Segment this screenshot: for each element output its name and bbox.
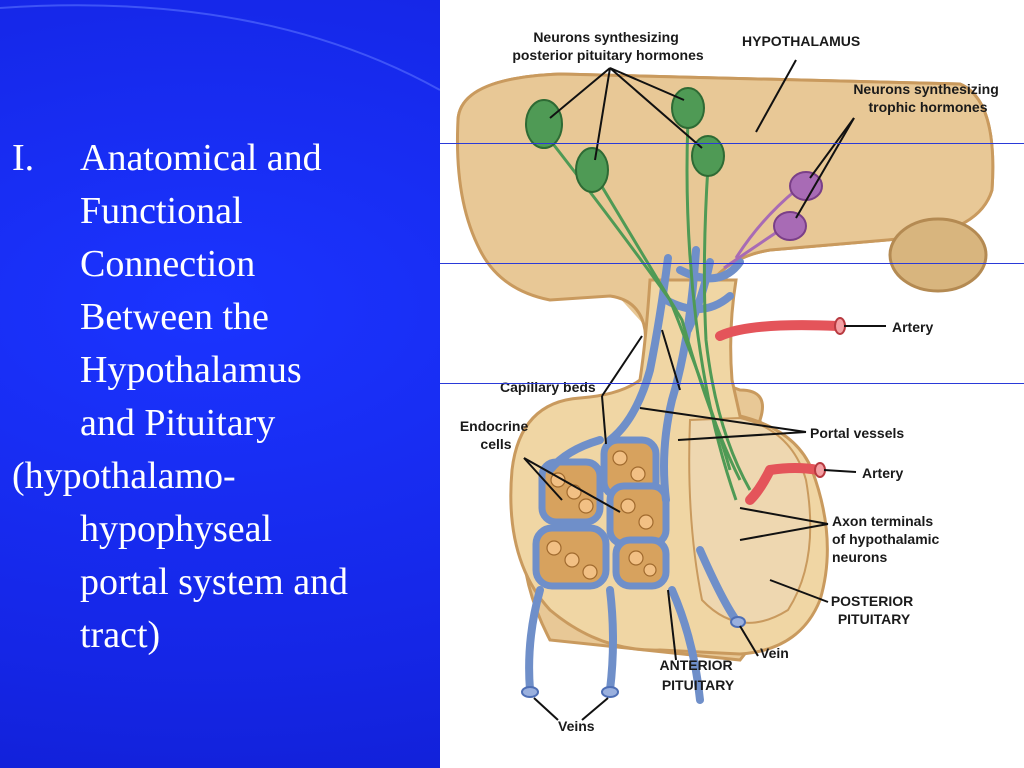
label-artery-top: Artery — [892, 319, 933, 335]
label-artery-bottom: Artery — [862, 465, 903, 481]
label-endocrine-cells: Endocrine cells — [460, 418, 532, 452]
vein-ends — [521, 616, 746, 698]
heading-line: Anatomical and — [80, 137, 322, 179]
mammillary-body — [888, 217, 988, 293]
label-portal-vessels: Portal vessels — [810, 425, 904, 441]
heading-line: and Pituitary — [80, 402, 276, 444]
outline-number: I. — [12, 137, 35, 179]
label-posterior-pituitary: POSTERIOR PITUITARY — [831, 593, 917, 627]
subtitle-line: (hypothalamo- — [12, 455, 236, 497]
pituitary-diagram: Neurons synthesizing posterior pituitary… — [440, 0, 1024, 768]
label-veins: Veins — [558, 718, 595, 734]
outline-heading: I. Anatomical and Functional Connection … — [12, 132, 432, 450]
subtitle-line: hypophyseal — [80, 508, 273, 550]
divider-line — [440, 143, 1024, 144]
divider-line — [440, 263, 1024, 264]
label-axon-terminals: Axon terminals of hypothalamic neurons — [832, 513, 943, 565]
heading-line: Between the — [80, 296, 269, 338]
label-neurons-posterior: Neurons synthesizing posterior pituitary… — [512, 29, 704, 63]
label-anterior-pituitary: ANTERIOR PITUITARY — [659, 657, 736, 693]
leader-lines — [523, 59, 886, 721]
label-capillary-beds: Capillary beds — [500, 379, 596, 395]
heading-line: Functional — [80, 190, 243, 232]
subtitle: (hypothalamo- hypophyseal portal system … — [12, 450, 432, 662]
artery-ends — [814, 317, 846, 478]
decorative-arc — [0, 4, 440, 91]
heading-line: Hypothalamus — [80, 349, 302, 391]
slide-text: I. Anatomical and Functional Connection … — [12, 132, 432, 662]
endocrine-cells — [546, 450, 657, 580]
subtitle-line: portal system and — [80, 561, 349, 603]
diagram-svg: Neurons synthesizing posterior pituitary… — [456, 29, 1002, 734]
subtitle-line: tract) — [80, 614, 161, 656]
label-neurons-trophic: Neurons synthesizing trophic hormones — [853, 81, 1002, 115]
purple-neurons — [723, 171, 823, 270]
label-vein: Vein — [760, 645, 789, 661]
heading-line: Connection — [80, 243, 256, 285]
divider-line — [440, 383, 1024, 384]
posterior-lobe — [688, 416, 812, 624]
label-hypothalamus: HYPOTHALAMUS — [742, 33, 860, 49]
